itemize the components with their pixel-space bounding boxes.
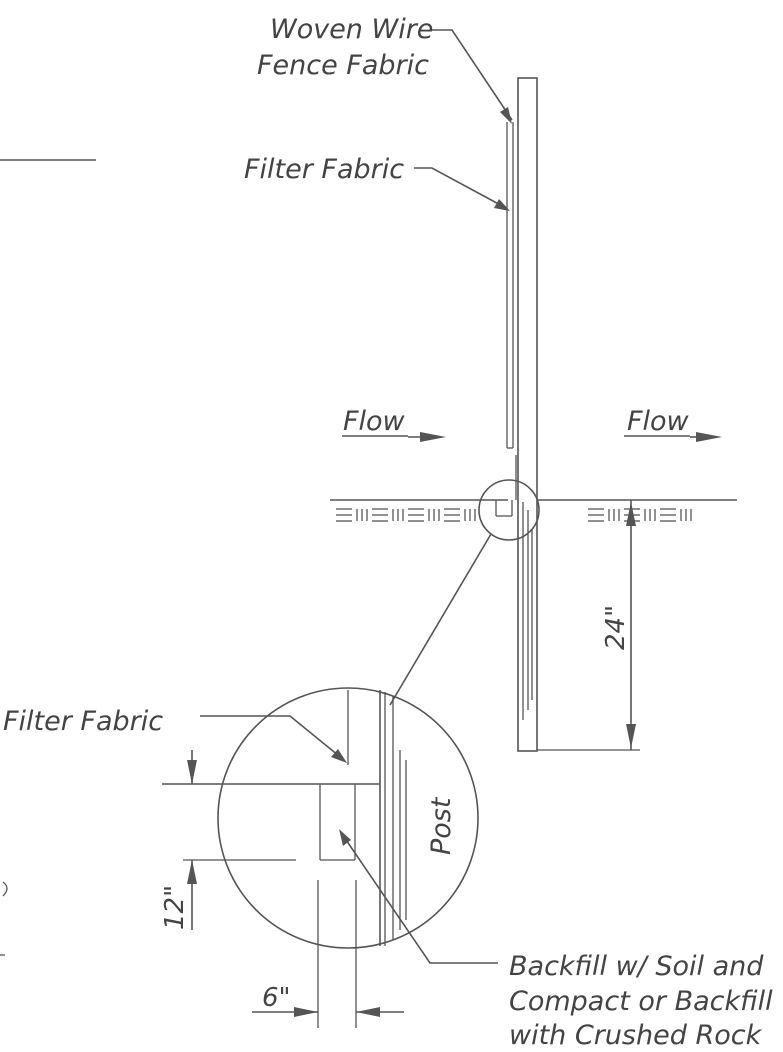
label-flow-left: Flow [343, 406, 406, 437]
label-woven-wire-line2: Fence Fabric [257, 50, 429, 81]
flow-arrow-left [342, 432, 446, 442]
backfill-leader [339, 829, 498, 964]
flow-arrow-right [624, 432, 722, 442]
soil-hatch-left [336, 508, 476, 522]
label-24-inch: 24" [601, 605, 631, 650]
woven-wire-leader [430, 29, 513, 124]
detail-circle [217, 687, 479, 949]
label-post: Post [426, 796, 457, 855]
label-backfill-line2: Compact or Backfill [509, 986, 773, 1017]
label-flow-right: Flow [627, 406, 690, 437]
label-woven-wire-line1: Woven Wire [270, 14, 433, 45]
detail-leader-line [389, 533, 492, 706]
dimension-24 [537, 500, 640, 751]
soil-hatch-right [588, 508, 692, 522]
label-6-inch: 6" [262, 983, 291, 1013]
label-filter-fabric-detail: Filter Fabric [3, 706, 163, 737]
filter-fabric-detail-leader [200, 715, 347, 763]
edge-marks [0, 881, 8, 956]
label-12-inch: 12" [160, 885, 190, 930]
label-filter-fabric-top: Filter Fabric [244, 154, 404, 185]
dimension-6 [252, 1007, 404, 1017]
label-backfill-line1: Backfill w/ Soil and [509, 951, 764, 982]
label-backfill-line3: with Crushed Rock [509, 1020, 763, 1051]
post-main [517, 77, 538, 752]
dimension-12 [187, 750, 197, 930]
fabric-lines-main [495, 122, 533, 720]
filter-fabric-leader [414, 167, 510, 211]
detail-callout-circle [478, 479, 540, 541]
detail-view [162, 687, 479, 1028]
